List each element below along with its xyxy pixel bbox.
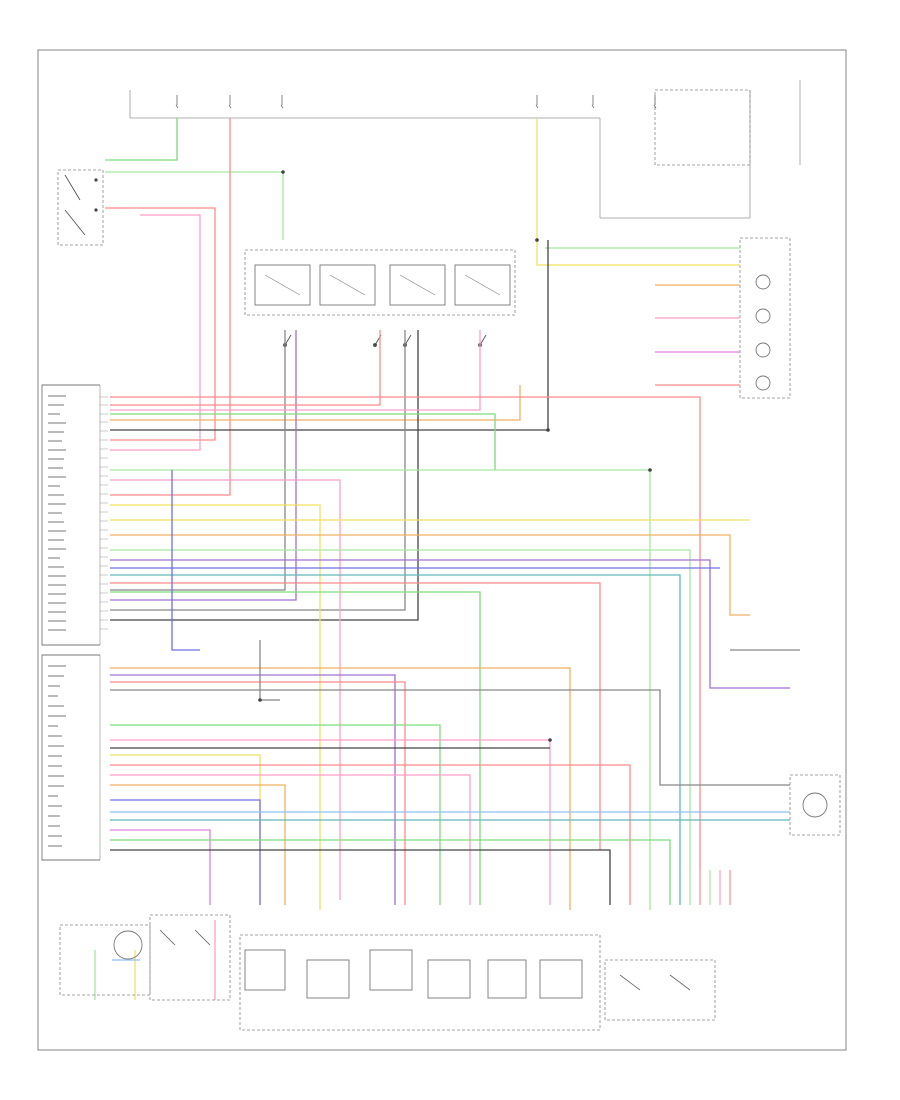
relay-switches — [283, 334, 487, 347]
speed-sensor — [789, 774, 841, 836]
bottom-right-bundle — [699, 870, 731, 905]
wire-red-b1 — [110, 681, 406, 905]
relay-module — [244, 249, 516, 316]
pcm-pins-a — [100, 396, 108, 630]
splice-points — [258, 170, 652, 742]
indicator-lamps — [739, 237, 791, 399]
wire-blue-b1 — [110, 799, 261, 905]
diagram-frame — [37, 49, 847, 1051]
wire-green-h1 — [110, 413, 496, 470]
fuse-symbols — [175, 95, 657, 109]
wire-red-h1 — [110, 396, 701, 870]
wire-pink-relay — [110, 330, 481, 411]
wire-orange-long — [110, 385, 521, 421]
wire-gray-b1 — [110, 689, 790, 786]
wire-magenta-b1 — [110, 829, 211, 905]
transmission-solenoids — [239, 934, 601, 1031]
wire-orange-b1 — [110, 667, 571, 910]
wire-yellow-a — [536, 118, 740, 266]
wire-pink-b2 — [110, 774, 471, 905]
wire-dark-b2 — [110, 849, 611, 905]
pcm-connector-b — [41, 654, 101, 861]
wire-purple-b1 — [110, 674, 396, 905]
wire-green-h3 — [110, 591, 481, 905]
fuse-panel-top — [129, 80, 801, 219]
wire-pink-h1 — [110, 479, 341, 900]
wire-red-b2 — [110, 764, 631, 905]
wire-teal-h1 — [110, 574, 681, 905]
wire-green-b2 — [110, 839, 671, 905]
wire-red-a — [110, 118, 231, 496]
wire-red-h2 — [110, 582, 601, 850]
wire-dark-relay — [110, 330, 419, 621]
wire-orange-b2 — [110, 784, 286, 905]
wire-pink-brake — [110, 214, 201, 451]
wire-red-brake — [105, 207, 216, 441]
wire-green-b1 — [110, 724, 441, 905]
wire-green-top — [105, 118, 178, 161]
wire-lightgreen-h1 — [110, 549, 691, 905]
wire-yellow-h1 — [110, 504, 321, 910]
pcm-connector-a — [41, 384, 101, 646]
wire-lightgreen-top — [105, 171, 284, 240]
od-switch — [149, 914, 231, 1001]
wire-gray-relay2 — [110, 330, 406, 611]
wire-red-relay — [110, 330, 381, 406]
brake-switch — [57, 169, 104, 246]
pin-label-marks — [48, 395, 66, 847]
range-sensors — [604, 959, 716, 1021]
wire-orange-h1 — [110, 534, 750, 616]
wire-blue-loop — [171, 470, 200, 651]
wire-gray-relay — [110, 330, 286, 591]
wire-gray-b2 — [259, 640, 280, 701]
wire-purple-h1 — [110, 559, 790, 689]
wire-dark-a — [110, 240, 549, 431]
